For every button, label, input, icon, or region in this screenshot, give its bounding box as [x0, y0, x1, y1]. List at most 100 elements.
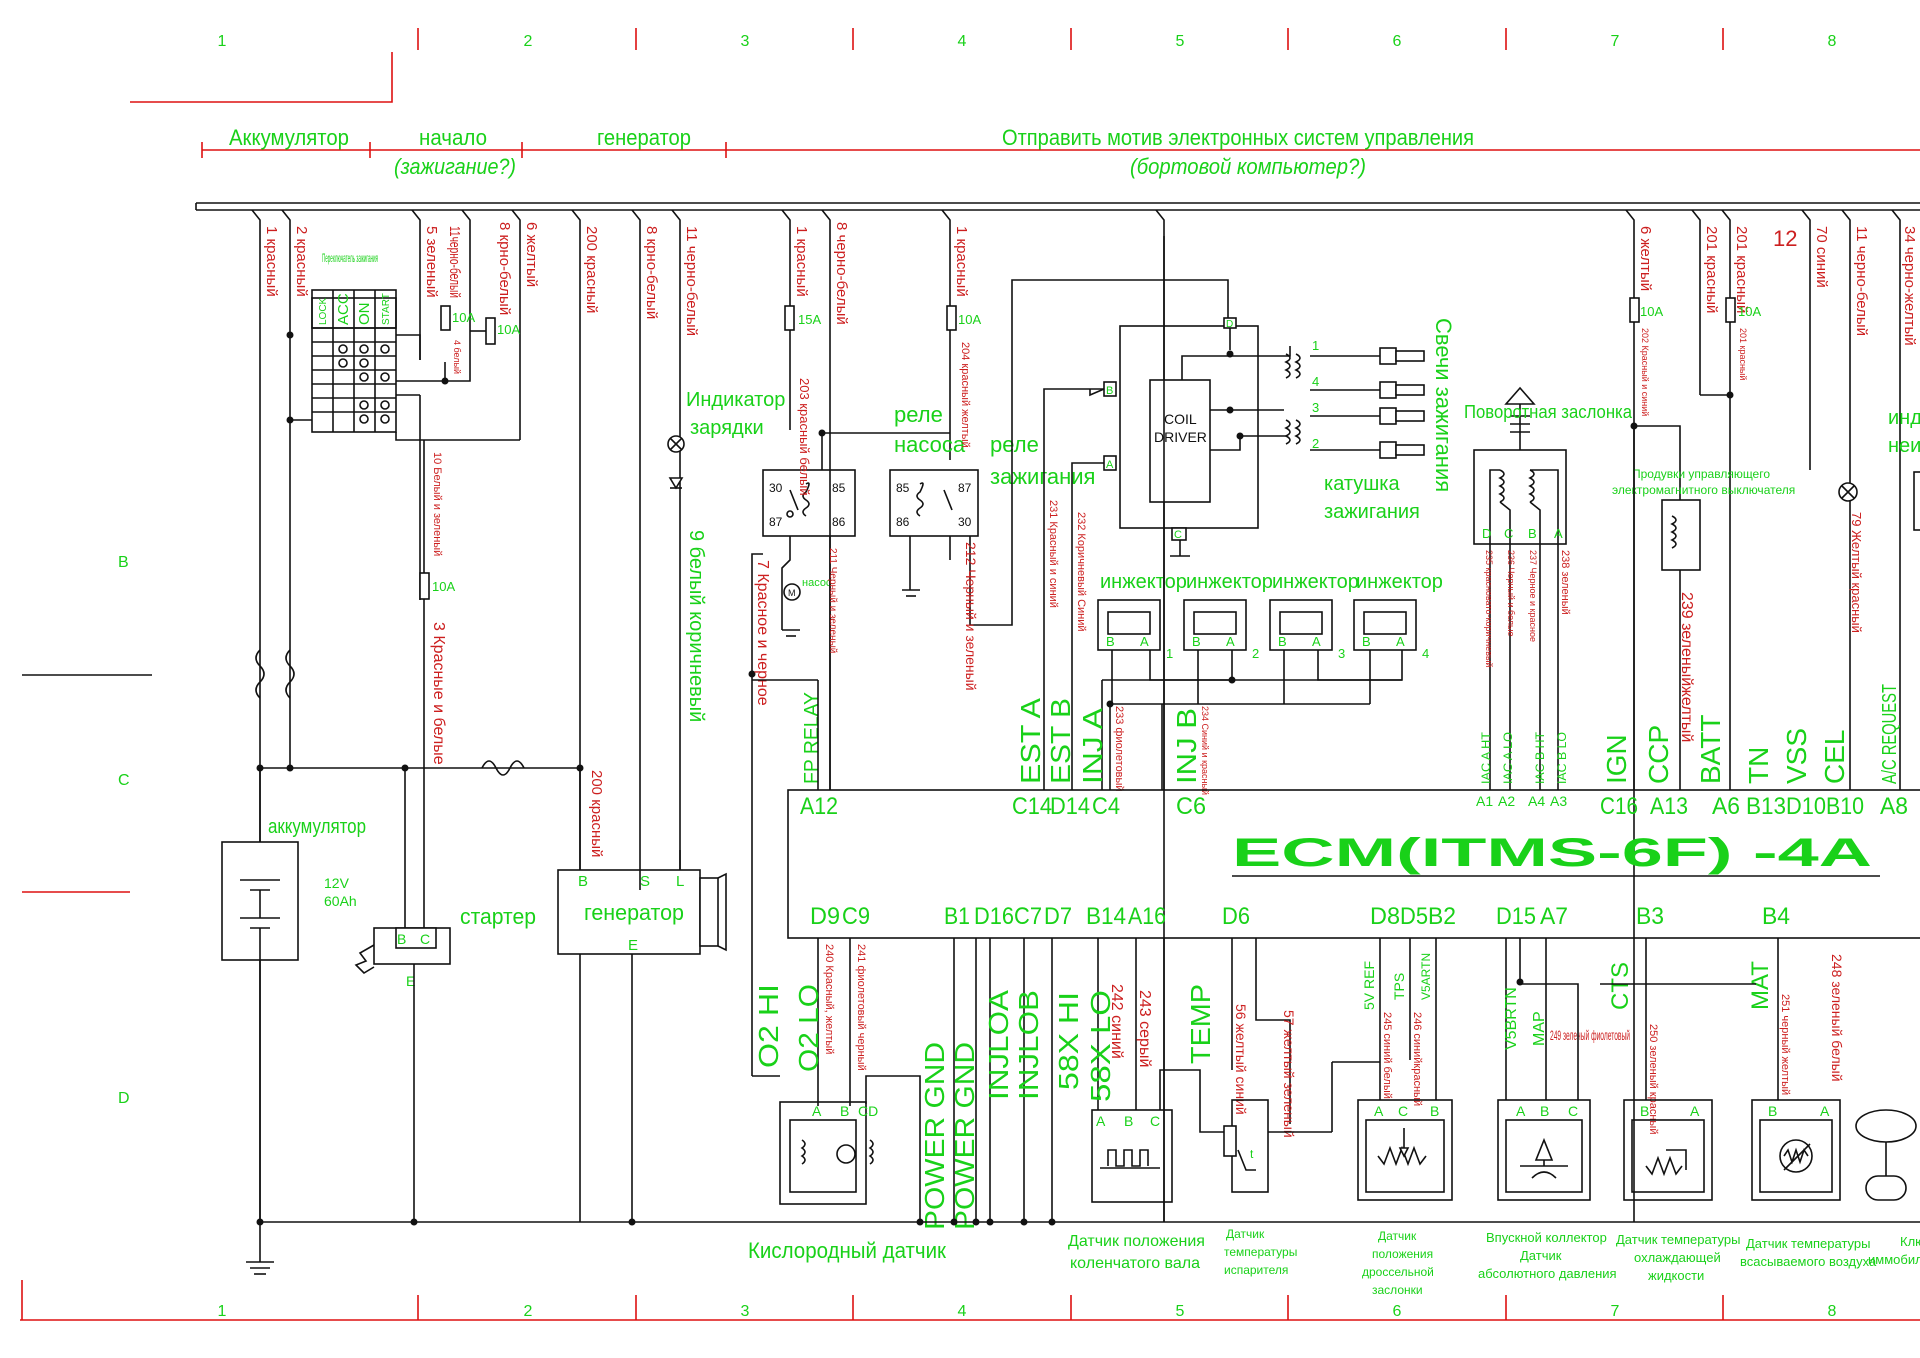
ecm-top-wires	[751, 236, 1635, 1077]
ecm-signal: 58X HI	[1053, 992, 1084, 1090]
ground-bus	[246, 938, 1920, 1275]
tps-label-1: Датчик	[1378, 1229, 1417, 1243]
mat-label-1: Датчик температуры	[1746, 1236, 1870, 1251]
fuse-rating: 10A	[1738, 304, 1761, 319]
wire-label: 70 синий	[1813, 226, 1830, 288]
injector-label: инжектор	[1356, 571, 1443, 593]
iac-pin: D	[1482, 526, 1491, 541]
column-numbers-top: 1 2 3 4 5 6 7 8	[218, 33, 1837, 50]
pump-label: насос	[802, 577, 832, 589]
ecm-pin: A6	[1712, 793, 1740, 820]
ecm-bottom-wiring	[817, 938, 1779, 1222]
ecm-pin: D10	[1786, 793, 1826, 820]
pump-relay-box	[889, 469, 979, 537]
mat-label-2: всасываемого воздуха	[1740, 1254, 1877, 1269]
spark-plugs-label: Свечи зажигания	[1431, 318, 1456, 492]
coil-driver-text-2: DRIVER	[1154, 429, 1207, 445]
relay-wiring: 15A 10A 203 красный белый 204 красный же…	[748, 279, 1229, 790]
wire-label: 249 зеленый фиолетовый	[1550, 1027, 1630, 1043]
switch-col-acc: ACC	[335, 293, 352, 325]
ecm-signal: MAP	[1531, 1011, 1548, 1046]
wire-label: 6 желтый	[1637, 226, 1654, 291]
evap-label-1: Датчик	[1226, 1227, 1265, 1241]
wire-label: 2 красный	[293, 226, 310, 297]
wire-label: 79 Желтый красный	[1849, 512, 1864, 633]
ecm-pin: A1	[1476, 793, 1493, 809]
column-number: 3	[741, 33, 750, 50]
map-label-2: Датчик	[1520, 1248, 1562, 1263]
ecm-bottom-pins: D9 C9 B1 D16 C7 D7 B14 A16 D6 D8 D5 B2 D…	[810, 903, 1790, 930]
mat-pin: B	[1768, 1103, 1777, 1119]
purge-label-1: Продувки управляющего	[1632, 467, 1770, 481]
injector-pin: B	[1106, 634, 1115, 649]
column-number: 7	[1611, 33, 1620, 50]
wire-label: 201 красный	[1738, 328, 1748, 380]
iac-section: D C B A Поворотная заслонка 235 краснова…	[1464, 386, 1633, 790]
indicator-label: неис	[1888, 435, 1920, 457]
coil-driver	[1149, 379, 1211, 503]
charge-indicator-label-1: Индикатор	[686, 389, 785, 411]
ecm-pin: A16	[1128, 903, 1166, 930]
fuse-rating: 10A	[958, 312, 981, 327]
ecm-signal: V5ARTN	[1419, 953, 1433, 1000]
iac-pin: C	[1504, 526, 1513, 541]
ecm-pin: C4	[1092, 793, 1120, 820]
cts-label-2: охлаждающей	[1634, 1250, 1721, 1265]
injector-label: инжектор	[1272, 571, 1359, 593]
crank-label-1: Датчик положения	[1068, 1233, 1205, 1250]
injector-number: 2	[1252, 646, 1259, 661]
ecm-pin: B1	[944, 903, 970, 930]
ecm-signal: O2 HI	[753, 984, 784, 1068]
column-numbers-bottom: 1 2 3 4 5 6 7 8	[218, 1303, 1837, 1320]
ecm-signal: CEL	[1819, 730, 1850, 784]
starter-pin: B	[397, 931, 406, 947]
column-number: 1	[218, 1303, 227, 1320]
injector-pin: A	[1140, 634, 1149, 649]
frame	[20, 28, 1920, 1321]
ecm-signal: O2 LO	[793, 984, 824, 1072]
mat-sensor: B A Датчик температуры всасываемого возд…	[1740, 1099, 1877, 1269]
gen-pin-l: L	[676, 873, 684, 890]
wire-label: 11 черно-белый	[683, 226, 700, 336]
fuse	[440, 305, 451, 331]
immo-label-2: иммобила	[1868, 1252, 1920, 1267]
relay-pin: 86	[832, 515, 846, 529]
wire-label: 212 Черный и зеленый	[963, 542, 979, 691]
ecm-pin: C6	[1176, 793, 1206, 820]
ecm-signal: IAC A HT	[1479, 731, 1493, 784]
relay-pin: 86	[896, 515, 910, 529]
switch-col-lock: LOCK	[318, 297, 329, 325]
spark-plugs	[1310, 347, 1425, 459]
column-number: 8	[1828, 33, 1837, 50]
crank-sensor: A B C Датчик положения коленчатого вала	[1068, 1069, 1228, 1272]
ecm-title: ECM(ITMS-6F) -4A	[1232, 831, 1872, 875]
ecm-pin: A12	[800, 793, 838, 820]
ecm-signal: IAC A LO	[1501, 732, 1515, 784]
column-number: 5	[1176, 1303, 1185, 1320]
cts-pin: B	[1640, 1103, 1649, 1119]
injector-label: инжектор	[1186, 571, 1273, 593]
ecm-pin: C9	[842, 903, 870, 930]
coil-pin-b: B	[1106, 385, 1113, 397]
evap-label-2: температуры	[1224, 1245, 1297, 1259]
fuse-rating: 10A	[497, 322, 520, 337]
relay-pin: 85	[832, 481, 846, 495]
evap-t: t	[1250, 1147, 1254, 1161]
bottom-wire-labels: 240 Красный, желтый 241 фиолетовый черны…	[823, 944, 1845, 1138]
pump-relay-label-2: насоса	[894, 432, 966, 457]
crank-pin: C	[1150, 1113, 1160, 1129]
injector-number: 4	[1422, 646, 1429, 661]
column-number: 2	[524, 1303, 533, 1320]
coil-driver-section: COIL DRIVER D B A C 1 4 3 2 Свечи заж	[1043, 317, 1456, 790]
wire-label: 243 серый	[1136, 990, 1153, 1067]
ecm-pin: A4	[1528, 793, 1545, 809]
wire-label: 8 черно-белый	[833, 222, 850, 325]
ecm-pin: D16	[974, 903, 1014, 930]
bus-drops	[251, 209, 1901, 1222]
battery-label: аккумулятор	[268, 816, 366, 838]
ecm-pin: D6	[1222, 903, 1250, 930]
column-ticks-top	[417, 28, 1724, 50]
column-ticks-bottom	[417, 1295, 1724, 1320]
wire-label: 10 Белый и зеленый	[431, 452, 443, 556]
row-letter: B	[118, 554, 129, 571]
